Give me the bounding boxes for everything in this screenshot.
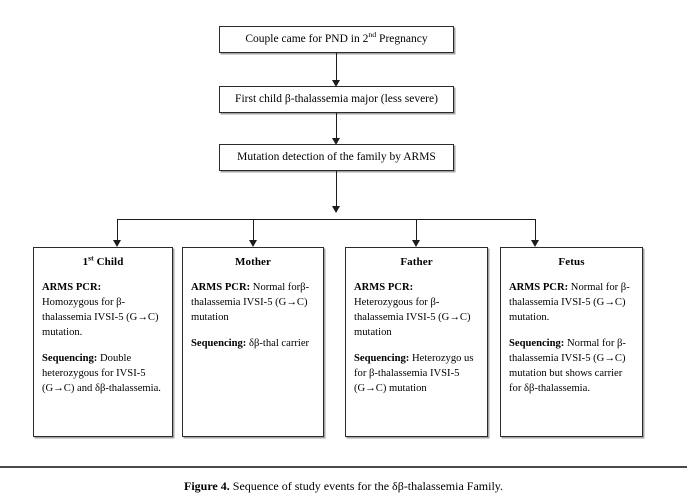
father-arms-label: ARMS PCR: [354,281,414,293]
person-title-first-child-tail: Child [93,256,124,268]
figure-caption: Figure 4. Sequence of study events for t… [0,479,687,495]
arrowhead-split [332,206,340,213]
first-child-arms-paragraph: ARMS PCR: Homozygous for β-thalassemia I… [42,280,164,340]
father-arms-paragraph: ARMS PCR: Heterozygous for β-thalassemia… [354,280,479,340]
connector-split-to-father [416,219,417,243]
arrowhead-mother [249,240,257,247]
first-child-sequencing-label: Sequencing: [42,352,98,364]
caption-divider [0,466,687,468]
arrowhead-fetus [531,240,539,247]
connector-split-to-fetus [535,219,536,243]
arrowhead-father [412,240,420,247]
connector-split-to-first-child [117,219,118,243]
flow-step-mutation-detection: Mutation detection of the family by ARMS [219,144,454,171]
father-sequencing-text: Heterozygo us for β-thalassemia IVSI-5 (… [354,352,474,394]
connector-step3-to-split [336,171,337,212]
connector-split-to-mother [253,219,254,243]
mother-arms-paragraph: ARMS PCR: Normal forβ-thalassemia IVSI-5… [191,280,315,325]
connector-step2-to-step3 [336,113,337,140]
person-title-father-main: Father [400,256,433,268]
arrowhead-step3 [332,138,340,145]
flow-step-1-superscript: nd [368,29,377,39]
fetus-sequencing-label: Sequencing: [509,337,565,349]
first-child-sequencing-text: Double heterozygous for IVSI-5 (G→C) and… [42,352,161,394]
person-title-mother: Mother [191,255,315,271]
flow-step-2-text: First child β-thalassemia major (less se… [235,92,438,105]
connector-step1-to-step2 [336,53,337,82]
flow-step-couple-pnd: Couple came for PND in 2nd Pregnancy [219,26,454,53]
figure-caption-text: Sequence of study events for the δβ-thal… [229,479,504,493]
fetus-sequencing-paragraph: Sequencing: Normal for β-thalassemia IVS… [509,336,634,396]
person-title-father: Father [354,255,479,271]
father-sequencing-label: Sequencing: [354,352,410,364]
person-title-first-child-main: 1 [82,256,89,268]
flow-step-1-text: Couple came for PND in 2nd Pregnancy [245,29,428,47]
flow-step-1-main: Couple came for PND in 2 [245,32,369,45]
first-child-arms-body: Homozygous for β-thalassemia IVSI-5 (G→C… [42,296,159,338]
person-title-fetus: Fetus [509,255,634,271]
fetus-arms-text: Normal for β-thalassemia IVSI-5 (G→C) mu… [509,281,630,323]
mother-sequencing-paragraph: Sequencing: δβ-thal carrier [191,336,315,351]
mother-arms-text: Normal forβ-thalassemia IVSI-5 (G→C) mut… [191,281,310,323]
figure-caption-number: Figure 4. [183,479,230,493]
arrowhead-first-child [113,240,121,247]
flow-step-3-text: Mutation detection of the family by ARMS [237,150,436,163]
person-box-father: Father ARMS PCR: Heterozygous for β-thal… [345,247,488,437]
fetus-arms-paragraph: ARMS PCR: Normal for β-thalassemia IVSI-… [509,280,634,325]
first-child-sequencing-paragraph: Sequencing: Double heterozygous for IVSI… [42,351,164,396]
mother-arms-label: ARMS PCR: [191,281,251,293]
person-box-first-child: 1st Child ARMS PCR: Homozygous for β-tha… [33,247,173,437]
flow-step-1-tail: Pregnancy [376,32,428,45]
person-title-mother-main: Mother [234,256,272,268]
person-box-fetus: Fetus ARMS PCR: Normal for β-thalassemia… [500,247,643,437]
arrowhead-step2 [332,80,340,87]
person-box-mother: Mother ARMS PCR: Normal forβ-thalassemia… [182,247,324,437]
first-child-arms-label: ARMS PCR: [42,281,102,293]
person-title-first-child: 1st Child [42,253,164,271]
person-title-first-child-superscript: st [88,253,94,263]
fetus-sequencing-text: Normal for β-thalassemia IVSI-5 (G→C) mu… [509,337,626,394]
father-sequencing-paragraph: Sequencing: Heterozygo us for β-thalasse… [354,351,479,396]
mother-sequencing-text: δβ-thal carrier [246,337,310,349]
flow-step-first-child-major: First child β-thalassemia major (less se… [219,86,454,113]
person-title-fetus-main: Fetus [558,256,585,268]
father-arms-body: Heterozygous for β-thalassemia IVSI-5 (G… [354,296,471,338]
fetus-arms-label: ARMS PCR: [509,281,569,293]
split-bar-horizontal [117,219,535,220]
mother-sequencing-label: Sequencing: [191,337,247,349]
